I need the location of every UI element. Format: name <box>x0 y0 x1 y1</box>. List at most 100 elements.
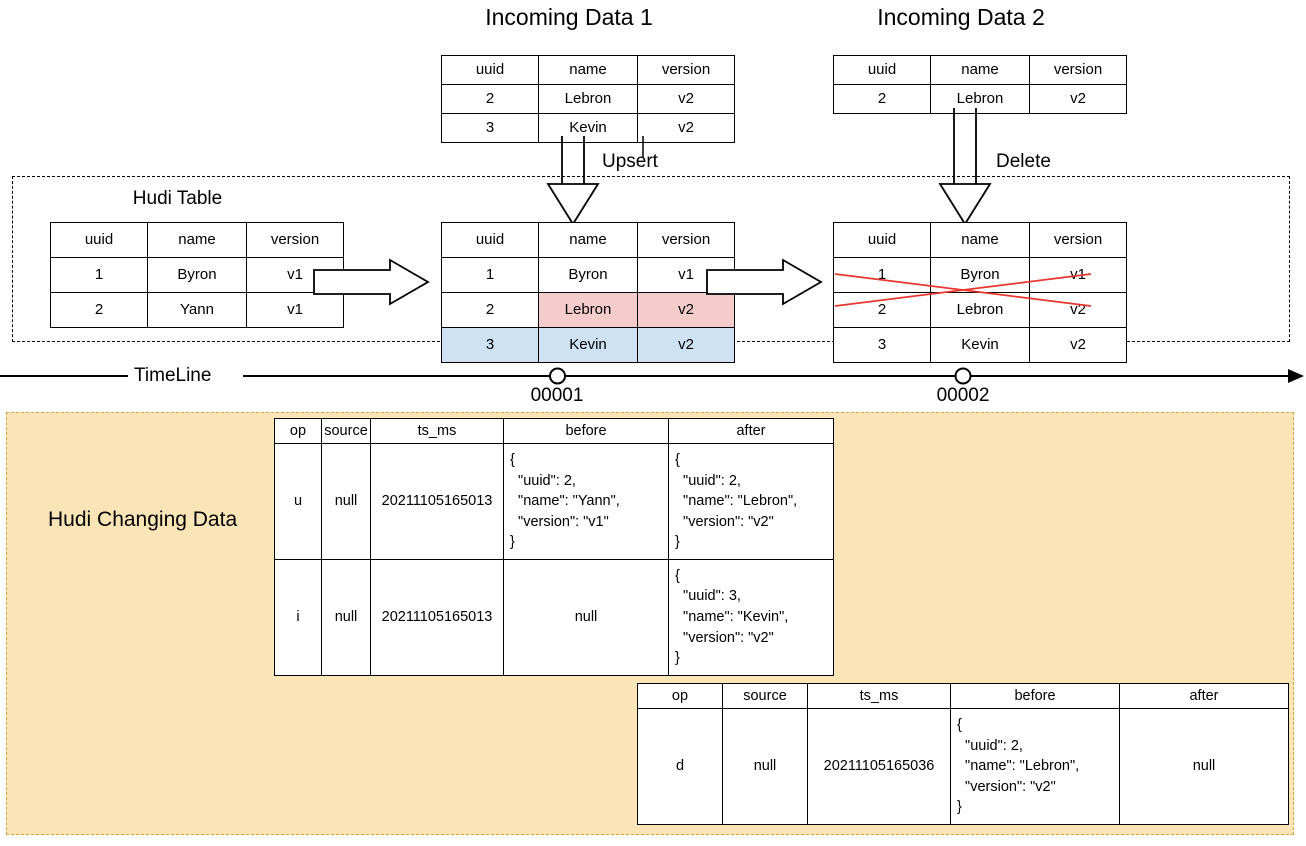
cell-ts-ms: 20211105165013 <box>370 558 504 676</box>
column-header-after: after <box>1119 683 1289 709</box>
cell-name: Lebron <box>538 292 638 328</box>
cell-after: { "uuid": 3, "name": "Kevin", "version":… <box>668 558 834 676</box>
column-header-source: source <box>722 683 808 709</box>
transition-arrow-delete-icon <box>706 258 823 306</box>
column-header-name: name <box>538 222 638 258</box>
cell-name: Byron <box>538 257 638 293</box>
table-row-updated: 2 Lebron v2 <box>441 292 735 328</box>
incoming-data-1-title: Incoming Data 1 <box>485 4 653 30</box>
cdc-row-update: u null 20211105165013 { "uuid": 2, "name… <box>274 443 834 560</box>
column-header-uuid: uuid <box>833 55 931 85</box>
cell-before: null <box>503 558 669 676</box>
column-header-uuid: uuid <box>50 222 148 258</box>
timeline-tick-marker-00002 <box>954 367 972 385</box>
cell-op: i <box>274 558 322 676</box>
column-header-uuid: uuid <box>833 222 931 258</box>
hudi-table-initial: uuid name version 1 Byron v1 2 Yann v1 <box>50 222 344 328</box>
cell-uuid: 2 <box>441 84 539 114</box>
column-header-op: op <box>274 418 322 444</box>
cdc-table-commit-00001: op source ts_ms before after u null 2021… <box>274 418 834 676</box>
timeline-tick-marker-00001 <box>549 367 566 385</box>
cell-version: v2 <box>637 113 735 143</box>
cell-source: null <box>321 558 371 676</box>
cell-op: d <box>637 708 723 825</box>
column-header-source: source <box>321 418 371 444</box>
cell-ts-ms: 20211105165013 <box>370 443 504 560</box>
table-row: 1 Byron v1 <box>441 257 735 293</box>
cell-before: { "uuid": 2, "name": "Lebron", "version"… <box>950 708 1120 825</box>
timeline-tick-label-00002: 00002 <box>936 385 990 406</box>
table-row: 3 Kevin v2 <box>441 113 735 143</box>
cell-name: Kevin <box>538 327 638 363</box>
column-header-version: version <box>1029 222 1127 258</box>
incoming-data-2-table: uuid name version 2 Lebron v2 <box>833 55 1127 114</box>
cell-name: Yann <box>147 292 247 328</box>
cell-op: u <box>274 443 322 560</box>
cell-after: { "uuid": 2, "name": "Lebron", "version"… <box>668 443 834 560</box>
cell-name: Byron <box>930 257 1030 293</box>
table-header-row: uuid name version <box>833 222 1127 258</box>
cell-uuid: 3 <box>441 327 539 363</box>
table-header-row: uuid name version <box>441 222 735 258</box>
table-header-row: op source ts_ms before after <box>637 683 1289 709</box>
incoming-data-1-table: uuid name version 2 Lebron v2 3 Kevin v2 <box>441 55 735 143</box>
cell-name: Lebron <box>930 292 1030 328</box>
cell-uuid: 3 <box>833 327 931 363</box>
deleted-row-cross-icon <box>834 273 1092 307</box>
table-row-deleted: 2 Lebron v2 <box>833 292 1127 328</box>
column-header-name: name <box>538 55 638 85</box>
column-header-uuid: uuid <box>441 55 539 85</box>
transition-arrow-upsert-icon <box>313 258 430 306</box>
delete-label: Delete <box>996 151 1051 172</box>
timeline-label: TimeLine <box>134 365 212 386</box>
cell-version: v2 <box>1029 327 1127 363</box>
table-row: 2 Lebron v2 <box>441 84 735 114</box>
cell-version: v2 <box>637 292 735 328</box>
cell-name: Kevin <box>930 327 1030 363</box>
cell-name: Lebron <box>538 84 638 114</box>
cell-name: Lebron <box>930 84 1030 114</box>
cell-uuid: 2 <box>50 292 148 328</box>
table-header-row: uuid name version <box>833 55 1127 85</box>
table-header-row: op source ts_ms before after <box>274 418 834 444</box>
cell-version: v2 <box>637 84 735 114</box>
cell-uuid: 2 <box>833 84 931 114</box>
cdc-row-delete: d null 20211105165036 { "uuid": 2, "name… <box>637 708 1289 825</box>
table-row-inserted: 3 Kevin v2 <box>441 327 735 363</box>
hudi-changing-data-label: Hudi Changing Data <box>48 508 238 531</box>
column-header-op: op <box>637 683 723 709</box>
column-header-name: name <box>147 222 247 258</box>
cell-uuid: 3 <box>441 113 539 143</box>
table-header-row: uuid name version <box>441 55 735 85</box>
column-header-name: name <box>930 222 1030 258</box>
hudi-table-after-delete: uuid name version 1 Byron v1 2 Lebron v2… <box>833 222 1127 363</box>
table-row: 2 Lebron v2 <box>833 84 1127 114</box>
cell-uuid: 2 <box>441 292 539 328</box>
table-row: 2 Yann v1 <box>50 292 344 328</box>
column-header-uuid: uuid <box>441 222 539 258</box>
column-header-version: version <box>1029 55 1127 85</box>
column-header-version: version <box>637 55 735 85</box>
cell-name: Byron <box>147 257 247 293</box>
cell-version: v2 <box>637 327 735 363</box>
table-row: 1 Byron v1 <box>50 257 344 293</box>
cell-uuid: 1 <box>50 257 148 293</box>
column-header-ts-ms: ts_ms <box>370 418 504 444</box>
cell-uuid: 1 <box>441 257 539 293</box>
cdc-row-insert: i null 20211105165013 null { "uuid": 3, … <box>274 558 834 676</box>
cell-source: null <box>321 443 371 560</box>
column-header-version: version <box>246 222 344 258</box>
timeline-tick-label-00001: 00001 <box>530 385 584 406</box>
cell-ts-ms: 20211105165036 <box>807 708 951 825</box>
column-header-version: version <box>637 222 735 258</box>
cell-uuid: 2 <box>833 292 931 328</box>
cell-version: v2 <box>1029 84 1127 114</box>
hudi-table-after-upsert: uuid name version 1 Byron v1 2 Lebron v2… <box>441 222 735 363</box>
column-header-after: after <box>668 418 834 444</box>
column-header-before: before <box>950 683 1120 709</box>
table-header-row: uuid name version <box>50 222 344 258</box>
delete-arrow <box>938 108 992 226</box>
upsert-label: Upsert <box>602 151 658 172</box>
cell-version: v1 <box>246 292 344 328</box>
cell-version: v2 <box>1029 292 1127 328</box>
